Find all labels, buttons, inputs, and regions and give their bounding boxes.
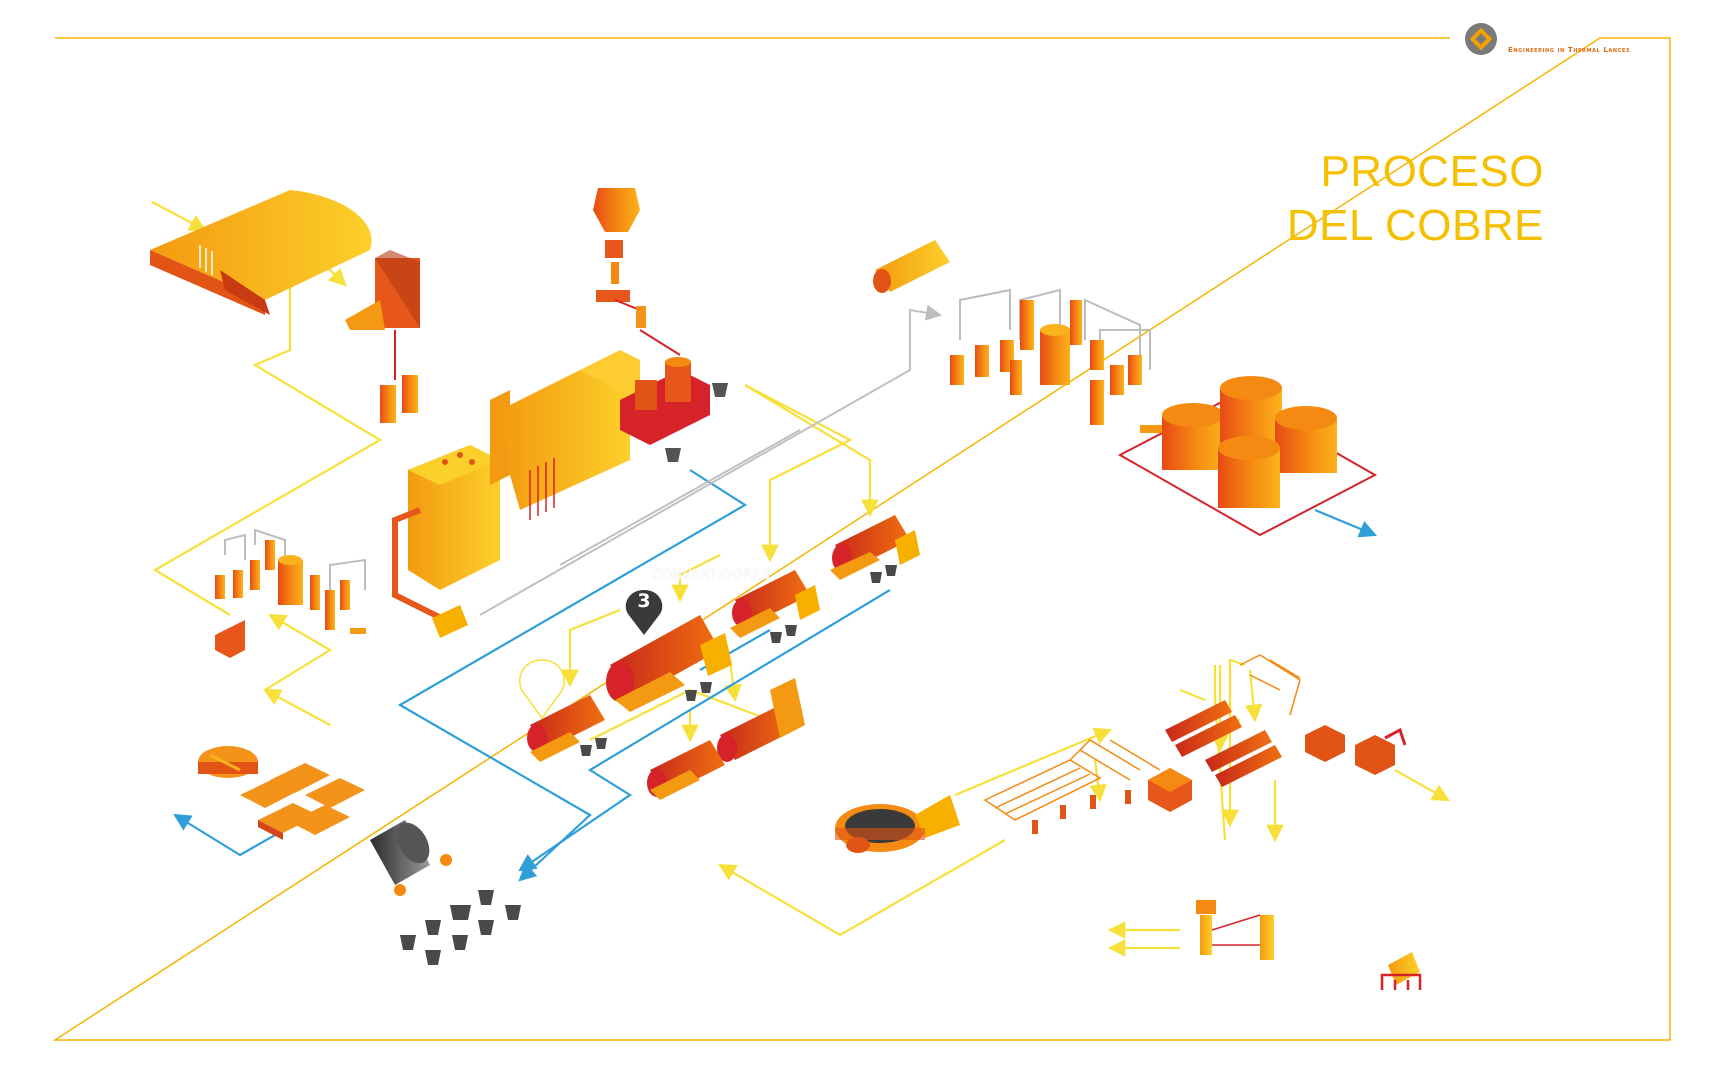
pipe-segment — [873, 240, 950, 293]
dust-pipe — [392, 507, 468, 638]
converter-4 — [527, 695, 605, 762]
smelter-chamber — [408, 445, 500, 590]
electrolysis-cells — [983, 654, 1301, 821]
casting-wheel — [198, 746, 258, 778]
flue-duct — [490, 350, 640, 520]
title-line-2: DEL COBRE — [1286, 201, 1544, 250]
title-line-1: PROCESO — [1320, 147, 1544, 196]
stage-label[interactable]: CONVERTIDORES — [652, 568, 771, 583]
wire-rod-mill — [1196, 900, 1274, 960]
cathode-stacks — [1305, 725, 1407, 775]
flow-lines-gray — [479, 304, 942, 616]
acid-plant — [950, 288, 1162, 433]
flow-lines-blue — [173, 469, 1378, 882]
converter-2 — [730, 570, 820, 638]
ladles-furnace — [665, 383, 728, 462]
converter-ladles — [580, 565, 897, 756]
converter-1 — [830, 515, 920, 580]
cathode-rolls — [1165, 700, 1282, 787]
cathode-block — [1148, 768, 1192, 812]
anode-stack — [240, 763, 365, 840]
converter-3-main — [606, 615, 732, 712]
gas-cleaning-plant — [215, 528, 366, 658]
crusher — [345, 250, 420, 380]
map-pin-icon[interactable] — [625, 590, 663, 635]
storage-tanks — [1162, 376, 1337, 508]
electrolysis-supports — [1032, 790, 1131, 834]
stage-number[interactable]: 3 — [637, 590, 651, 612]
brand-tagline: Engineering in Thermal Lances — [1508, 46, 1631, 54]
diamond-logo-icon — [1465, 23, 1497, 55]
map-pin-outline-icon[interactable] — [519, 659, 565, 720]
ore-hopper — [150, 190, 372, 315]
waste-heat-boiler — [620, 357, 710, 445]
flow-lines-yellow — [151, 201, 1450, 957]
slag-drum — [370, 820, 452, 896]
converter-6 — [647, 740, 725, 800]
anode-furnace — [835, 795, 960, 853]
feed-column — [593, 188, 681, 356]
page-title: PROCESO DEL COBRE — [1287, 145, 1544, 253]
ladle-group — [400, 890, 521, 965]
coil-handler — [1380, 952, 1422, 990]
silo-pair-top — [380, 375, 418, 423]
converter-5 — [717, 678, 805, 762]
